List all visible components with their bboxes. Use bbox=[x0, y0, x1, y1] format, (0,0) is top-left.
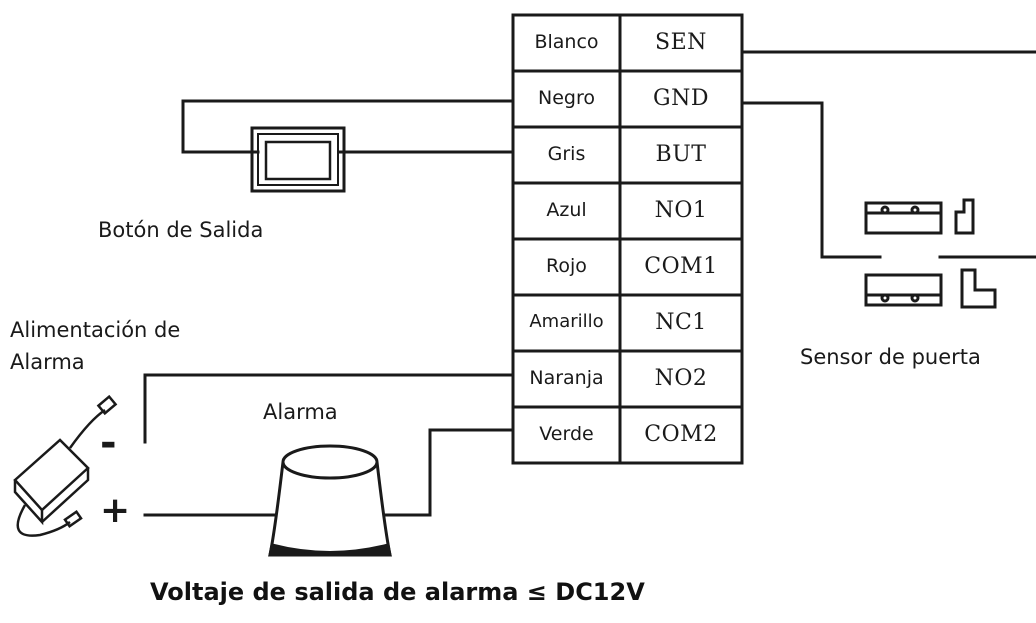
naranja-wire bbox=[143, 373, 515, 444]
row-negro-terminal: GND bbox=[653, 86, 709, 111]
row-blanco-terminal: SEN bbox=[655, 30, 707, 55]
exit-button-wire-negro bbox=[181, 99, 515, 154]
row-azul-color: Azul bbox=[546, 199, 587, 221]
alarm-siren-icon bbox=[268, 444, 392, 557]
door-sensor-label: Sensor de puerta bbox=[800, 345, 981, 369]
row-negro-color: Negro bbox=[538, 87, 595, 109]
exit-button-label: Botón de Salida bbox=[98, 218, 264, 242]
alarm-power-label-line2: Alarma bbox=[10, 350, 85, 374]
power-adapter-icon bbox=[13, 394, 118, 537]
row-amarillo-terminal: NC1 bbox=[655, 310, 707, 335]
verde-wire bbox=[383, 428, 515, 517]
minus-sign: - bbox=[100, 420, 117, 466]
row-rojo-terminal: COM1 bbox=[644, 254, 718, 279]
row-naranja-color: Naranja bbox=[529, 367, 604, 389]
plus-sign: + bbox=[100, 490, 131, 531]
door-sensor-icon bbox=[864, 198, 997, 309]
row-naranja-terminal: NO2 bbox=[654, 366, 708, 391]
alarm-power-label-line1: Alimentación de bbox=[10, 318, 181, 342]
row-gris-terminal: BUT bbox=[655, 142, 707, 167]
row-gris-color: Gris bbox=[547, 143, 586, 165]
row-amarillo-color: Amarillo bbox=[529, 311, 604, 332]
voltage-caption: Voltaje de salida de alarma ≤ DC12V bbox=[150, 578, 645, 606]
gnd-wire bbox=[740, 101, 882, 259]
alarm-label: Alarma bbox=[263, 400, 338, 424]
row-verde-terminal: COM2 bbox=[644, 422, 718, 447]
exit-button-icon bbox=[250, 126, 346, 193]
row-azul-terminal: NO1 bbox=[654, 198, 708, 223]
row-verde-color: Verde bbox=[539, 423, 594, 445]
row-blanco-color: Blanco bbox=[534, 31, 599, 53]
row-rojo-color: Rojo bbox=[546, 255, 587, 277]
